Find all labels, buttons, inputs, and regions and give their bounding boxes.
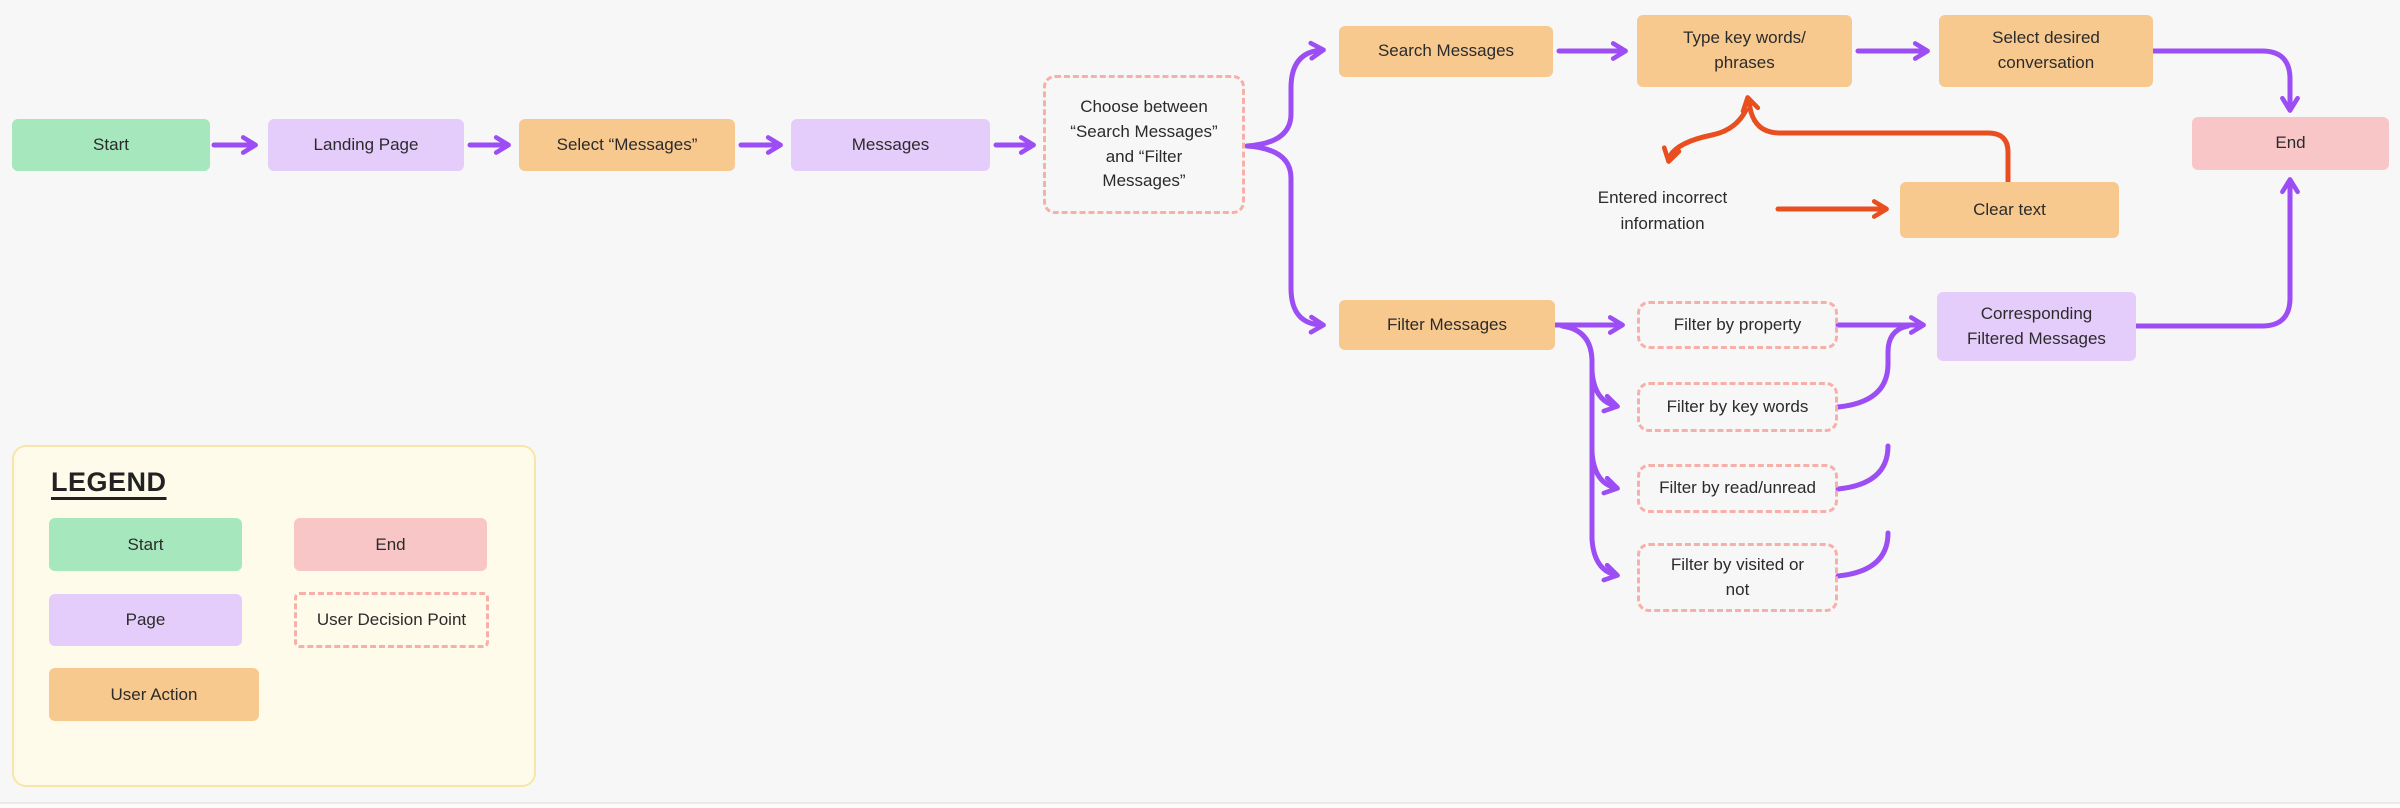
line-keywords-collector (1835, 323, 1911, 410)
node-filter-by-property-label: Filter by property (1673, 314, 1802, 334)
node-start[interactable]: Start (12, 119, 210, 171)
arrow-corresponding-end (2133, 177, 2300, 329)
node-corresponding-filtered[interactable]: Corresponding Filtered Messages (1937, 292, 2136, 361)
node-landing-page-label: Landing Page (313, 134, 419, 154)
legend-chip-page: Page (49, 594, 242, 646)
node-filter-messages-label: Filter Messages (1387, 314, 1507, 334)
node-select-messages[interactable]: Select “Messages” (519, 119, 735, 171)
node-search-messages-label: Search Messages (1377, 41, 1515, 61)
legend-chip-decision-point: User Decision Point (294, 592, 489, 648)
node-start-label: Start (93, 134, 129, 154)
node-select-messages-label: Select “Messages” (556, 134, 698, 154)
line-visited-collector (1835, 530, 1891, 579)
bottom-divider (0, 802, 2400, 808)
label-entered-incorrect: Entered incorrect information (1597, 187, 1728, 233)
node-filter-by-visited-label: Filter by visited or not (1670, 554, 1805, 599)
node-type-keywords[interactable]: Type key words/ phrases (1637, 15, 1852, 87)
node-search-messages[interactable]: Search Messages (1339, 26, 1553, 77)
node-decision-point-label: Choose between “Search Messages” and “Fi… (1070, 97, 1218, 191)
arrow-decision-search (1244, 40, 1326, 149)
node-filter-messages[interactable]: Filter Messages (1339, 300, 1555, 350)
arrow-type-incorrect (1661, 107, 1749, 164)
node-clear-text-label: Clear text (1973, 199, 2046, 219)
legend-chip-end: End (294, 518, 487, 571)
node-filter-by-read-unread[interactable]: Filter by read/unread (1637, 464, 1838, 513)
node-end-label: End (2275, 133, 2306, 153)
legend-chip-start: Start (49, 518, 242, 571)
arrow-selectconv-end (2150, 48, 2300, 113)
node-messages-label: Messages (851, 134, 930, 154)
node-filter-by-visited[interactable]: Filter by visited or not (1637, 543, 1838, 612)
legend-panel: LEGEND Start End Page User Decision Poin… (12, 445, 536, 787)
node-end[interactable]: End (2192, 117, 2389, 170)
node-filter-by-read-unread-label: Filter by read/unread (1659, 478, 1816, 498)
arrow-filter-read (1589, 357, 1620, 496)
node-corresponding-filtered-label: Corresponding Filtered Messages (1967, 303, 2106, 348)
node-filter-by-keywords-label: Filter by key words (1666, 396, 1809, 416)
node-messages[interactable]: Messages (791, 119, 990, 171)
node-select-conversation-label: Select desired conversation (1992, 28, 2100, 72)
arrow-cleartext-type (1740, 95, 2011, 185)
legend-title: LEGEND (51, 467, 167, 497)
node-select-conversation[interactable]: Select desired conversation (1939, 15, 2153, 87)
node-clear-text[interactable]: Clear text (1900, 182, 2119, 238)
arrow-filter-keywords (1559, 323, 1620, 414)
node-filter-by-property[interactable]: Filter by property (1637, 301, 1838, 349)
node-type-keywords-label: Type key words/ phrases (1683, 28, 1806, 72)
node-landing-page[interactable]: Landing Page (268, 119, 464, 171)
arrow-decision-filter (1244, 143, 1326, 335)
line-read-collector (1835, 443, 1891, 492)
node-decision-point[interactable]: Choose between “Search Messages” and “Fi… (1043, 75, 1245, 214)
arrow-filter-visited (1589, 437, 1620, 583)
legend-chip-user-action: User Action (49, 668, 259, 721)
node-filter-by-keywords[interactable]: Filter by key words (1637, 382, 1838, 432)
